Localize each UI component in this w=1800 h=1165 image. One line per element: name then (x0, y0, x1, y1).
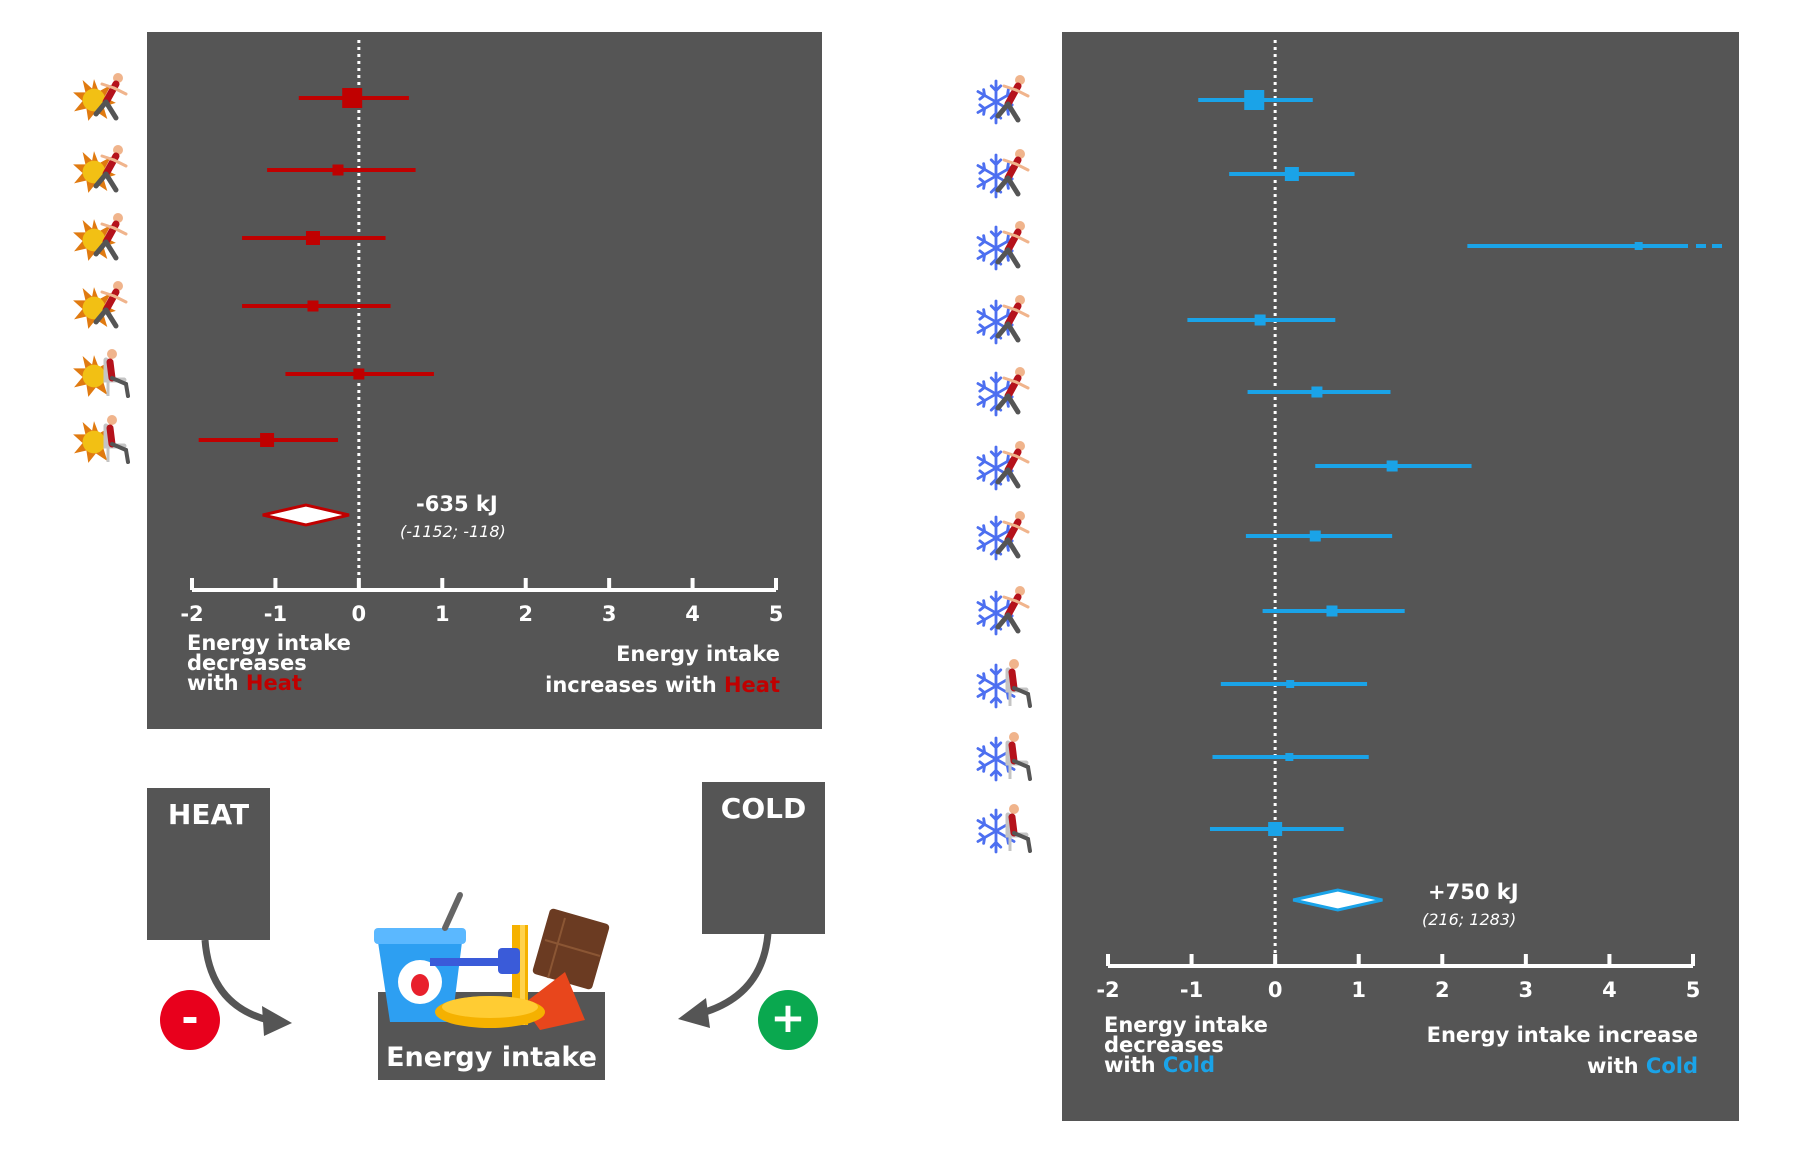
snow-seated-icon (1008, 659, 1030, 706)
snow-seated-icon (1008, 732, 1030, 779)
heat-left-note: Energy intake decreases with Heat (187, 631, 351, 695)
heat-tick-label-3: 1 (435, 602, 450, 626)
heat-tick-label-4: 2 (518, 602, 533, 626)
heat-forest-panel (147, 32, 822, 729)
minus-badge: - (160, 990, 220, 1050)
cold-tick-label-0: -2 (1096, 978, 1119, 1002)
cold-study-marker-10 (1268, 822, 1283, 836)
food-icon (374, 892, 610, 1080)
cold-right-note-keyword: Cold (1645, 1054, 1698, 1078)
cold-tick-label-4: 2 (1435, 978, 1450, 1002)
cold-tick-label-2: 0 (1268, 978, 1283, 1002)
cold-tick-label-3: 1 (1351, 978, 1366, 1002)
cold-left-note: Energy intake decreases with Cold (1104, 1013, 1268, 1077)
cold-study-icon-4 (976, 367, 1028, 417)
cold-study-icon-6 (976, 511, 1028, 561)
cold-study-marker-4 (1311, 386, 1323, 398)
cold-forest-plot: -2 -1 0 1 2 3 4 5 (976, 40, 1726, 1002)
heat-study-marker-3 (307, 300, 319, 312)
heat-tick-label-5: 3 (602, 602, 617, 626)
cold-right-note: Energy intake increase with Cold (1420, 1020, 1698, 1082)
cold-study-marker-0 (1244, 90, 1265, 110)
heat-left-note-line-2: decreases (187, 651, 307, 675)
cold-tick-label-1: -1 (1180, 978, 1203, 1002)
cold-study-icon-9 (976, 732, 1030, 780)
heat-pooled-estimate: -635 kJ (416, 492, 498, 516)
heat-study-icon-1 (73, 145, 126, 193)
cold-right-note-line-2: with (1587, 1054, 1646, 1078)
cold-study-marker-8 (1286, 680, 1295, 688)
cold-left-note-line-1: Energy intake (1104, 1013, 1268, 1037)
heat-study-icon-5 (73, 415, 128, 463)
cold-study-icon-7 (976, 586, 1028, 636)
cold-study-icon-10 (976, 804, 1030, 852)
cold-left-note-keyword: Cold (1162, 1053, 1215, 1077)
cold-pooled-diamond (1292, 888, 1383, 912)
heat-arrow-icon (201, 939, 292, 1036)
snow-seated-icon (1008, 804, 1030, 851)
heat-tick-label-1: -1 (264, 602, 287, 626)
cold-study-icon-2 (976, 221, 1028, 271)
plus-badge: + (758, 990, 818, 1050)
cold-study-icon-5 (976, 441, 1028, 491)
cold-legend-box: COLD (702, 782, 825, 934)
heat-pooled-diamond (262, 503, 350, 527)
heat-right-note: Energy intake increases with Heat (530, 639, 780, 701)
cold-pooled-estimate: +750 kJ (1428, 880, 1519, 904)
heat-study-marker-0 (342, 88, 363, 108)
heat-legend-box: HEAT (147, 788, 270, 940)
heat-tick-label-7: 5 (769, 602, 784, 626)
heat-right-note-line-2: increases with (545, 673, 724, 697)
heat-study-icon-0 (73, 73, 126, 121)
cold-pooled-ci: (216; 1283) (1422, 910, 1517, 929)
cold-forest-panel (1062, 32, 1739, 1121)
cold-study-icon-3 (976, 295, 1028, 345)
cold-right-note-line-1: Energy intake increase (1426, 1023, 1698, 1047)
heat-study-marker-1 (332, 164, 344, 176)
heat-study-marker-5 (260, 433, 275, 447)
heat-legend-label: HEAT (167, 798, 250, 831)
cold-study-marker-2 (1634, 242, 1643, 250)
cold-tick-label-5: 3 (1519, 978, 1534, 1002)
heat-left-note-keyword: Heat (245, 671, 302, 695)
heat-study-icon-4 (73, 349, 128, 397)
sun-seated-icon (106, 415, 128, 462)
cold-arrow-icon (678, 932, 772, 1028)
heat-right-note-line-1: Energy intake (616, 642, 780, 666)
heat-study-icon-3 (73, 281, 126, 329)
heat-tick-label-6: 4 (685, 602, 700, 626)
heat-forest-plot: -2 -1 0 1 2 3 4 5 (73, 40, 783, 626)
heat-pooled-ci: (-1152; -118) (400, 522, 506, 541)
heat-study-icon-2 (73, 213, 126, 261)
cold-study-marker-9 (1285, 753, 1294, 761)
cold-study-marker-6 (1309, 530, 1321, 542)
cold-study-marker-3 (1254, 314, 1266, 326)
heat-left-note-line-1: Energy intake (187, 631, 351, 655)
energy-intake-label: Energy intake (386, 1042, 597, 1073)
sun-seated-icon (106, 349, 128, 396)
cold-tick-label-7: 5 (1686, 978, 1701, 1002)
heat-tick-label-0: -2 (180, 602, 203, 626)
cold-study-marker-1 (1284, 167, 1299, 181)
cold-study-icon-8 (976, 659, 1030, 707)
heat-study-marker-4 (353, 368, 365, 380)
heat-tick-label-2: 0 (352, 602, 367, 626)
cold-study-icon-0 (976, 75, 1028, 125)
heat-right-note-keyword: Heat (723, 673, 780, 697)
heat-left-note-line-3: with (187, 671, 246, 695)
cold-left-note-line-3: with (1104, 1053, 1163, 1077)
cold-study-marker-5 (1386, 460, 1398, 472)
cold-left-note-line-2: decreases (1104, 1033, 1224, 1057)
cold-study-marker-7 (1326, 605, 1338, 617)
cold-tick-label-6: 4 (1602, 978, 1617, 1002)
heat-study-marker-2 (305, 231, 320, 245)
cold-legend-label: COLD (720, 792, 807, 825)
cold-study-icon-1 (976, 149, 1028, 199)
